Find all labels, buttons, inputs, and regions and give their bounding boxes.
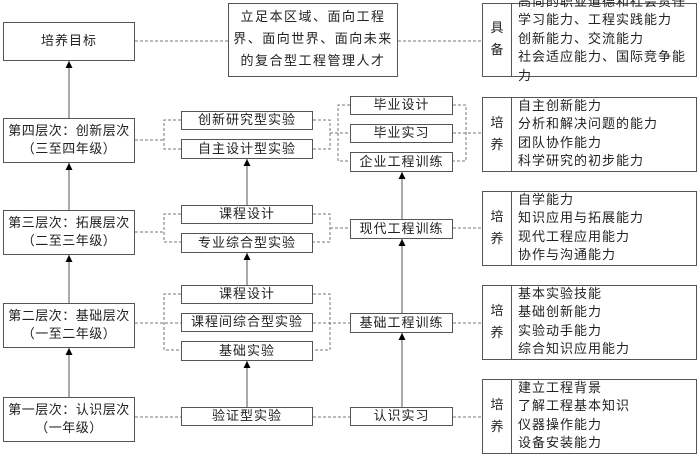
ability-list: 建立工程背景 了解工程基本知识 仪器操作能力 设备安装能力 <box>512 380 696 453</box>
training-box: 毕业实习 <box>350 124 453 143</box>
ability-tag: 培 养 <box>483 380 512 453</box>
level-4-box: 第四层次：创新层次 （三至四年级） <box>3 118 135 163</box>
level-subtitle: （三至四年级） <box>21 141 117 157</box>
ability-item: 了解工程基本知识 <box>518 399 631 414</box>
ability-item: 基础创新能力 <box>518 305 603 320</box>
ability-list: 基本实验技能 基础创新能力 实验动手能力 综合知识应用能力 <box>512 286 696 359</box>
tag-char: 培 <box>490 115 504 131</box>
goal-label: 培养目标 <box>40 34 97 49</box>
vision-box: 立足本区域、面向工程 界、面向世界、面向未来 的复合型工程管理人才 <box>228 3 398 77</box>
dash-l3-exp-bracket <box>163 213 181 243</box>
ability-item: 高尚的职业道德和社会责任 <box>518 0 687 10</box>
ability-item: 分析和解决问题的能力 <box>518 117 659 132</box>
ability-item: 现代工程应用能力 <box>518 229 631 245</box>
ability-tag: 培 养 <box>483 192 512 265</box>
level-title: 第二层次：基础层次 <box>8 308 130 324</box>
level-subtitle: （一年级） <box>35 420 103 436</box>
tag-char: 培 <box>490 209 504 225</box>
ability-list: 自主创新能力 分析和解决问题的能力 团队协作能力 科学研究的初步能力 <box>512 98 696 171</box>
dash-l4-exp-bracket <box>163 119 181 150</box>
ability-item: 基本实验技能 <box>518 286 603 302</box>
ability-item: 建立工程背景 <box>518 380 603 396</box>
ability-item: 科学研究的初步能力 <box>518 154 645 169</box>
experiment-box: 基础实验 <box>181 341 313 361</box>
level-subtitle: （二至三年级） <box>21 233 117 249</box>
ability-item: 知识应用与拓展能力 <box>518 211 645 226</box>
training-box: 认识实习 <box>350 407 453 426</box>
training-box: 现代工程训练 <box>350 219 453 239</box>
tag-char: 备 <box>490 43 504 58</box>
experiment-box: 课程间综合型实验 <box>181 313 313 332</box>
training-box: 企业工程训练 <box>350 152 453 172</box>
abilities-level-2-box: 培 养 基本实验技能 基础创新能力 实验动手能力 综合知识应用能力 <box>482 285 697 360</box>
ability-list: 自学能力 知识应用与拓展能力 现代工程应用能力 协作与沟通能力 <box>512 192 696 265</box>
level-title: 第三层次：拓展层次 <box>8 215 130 231</box>
tag-char: 养 <box>490 137 504 153</box>
vision-line: 的复合型工程管理人才 <box>240 54 386 69</box>
vision-line: 立足本区域、面向工程 <box>240 10 386 25</box>
level-title: 第一层次：认识层次 <box>8 402 130 418</box>
level-1-box: 第一层次：认识层次 （一年级） <box>3 397 135 442</box>
tag-char: 培 <box>490 397 504 413</box>
ability-item: 社会适应能力、国际竞争能力 <box>518 50 687 84</box>
dash-l2-exp-bracket <box>163 293 181 351</box>
ability-item: 仪器操作能力 <box>518 417 603 433</box>
tag-char: 具 <box>490 21 504 36</box>
tag-char: 培 <box>490 303 504 319</box>
ability-item: 自主创新能力 <box>518 98 603 114</box>
experiment-box: 自主设计型实验 <box>181 139 313 159</box>
ability-item: 设备安装能力 <box>518 436 603 451</box>
ability-item: 协作与沟通能力 <box>518 248 617 263</box>
vision-line: 界、面向世界、面向未来 <box>233 32 393 47</box>
tag-char: 养 <box>490 231 504 247</box>
experiment-box: 专业综合型实验 <box>181 233 313 253</box>
ability-item: 实验动手能力 <box>518 323 603 339</box>
training-box: 基础工程训练 <box>350 313 453 333</box>
ability-list: 高尚的职业道德和社会责任 学习能力、工程实践能力 创新能力、交流能力 社会适应能… <box>512 0 696 84</box>
ability-item: 综合知识应用能力 <box>518 342 631 357</box>
abilities-level-4-box: 培 养 自主创新能力 分析和解决问题的能力 团队协作能力 科学研究的初步能力 <box>482 97 697 172</box>
level-3-box: 第三层次：拓展层次 （二至三年级） <box>3 210 135 255</box>
ability-item: 创新能力、交流能力 <box>518 31 645 47</box>
experiment-box: 课程设计 <box>181 205 313 224</box>
goal-box: 培养目标 <box>3 22 135 61</box>
level-2-box: 第二层次：基础层次 （一至二年级） <box>3 303 135 348</box>
abilities-goal-box: 具 备 高尚的职业道德和社会责任 学习能力、工程实践能力 创新能力、交流能力 社… <box>482 0 697 84</box>
ability-tag: 具 备 <box>483 4 512 76</box>
experiment-box: 创新研究型实验 <box>181 111 313 130</box>
ability-tag: 培 养 <box>483 286 512 359</box>
ability-tag: 培 养 <box>483 98 512 171</box>
training-box: 毕业设计 <box>350 96 453 115</box>
level-subtitle: （一至二年级） <box>21 326 117 342</box>
tag-char: 养 <box>490 419 504 435</box>
dash-l4-train-bracket <box>337 104 350 162</box>
ability-item: 自学能力 <box>518 192 575 208</box>
abilities-level-3-box: 培 养 自学能力 知识应用与拓展能力 现代工程应用能力 协作与沟通能力 <box>482 191 697 266</box>
ability-item: 团队协作能力 <box>518 135 603 151</box>
experiment-box: 课程设计 <box>181 285 313 304</box>
ability-item: 学习能力、工程实践能力 <box>518 13 673 29</box>
level-title: 第四层次：创新层次 <box>8 123 130 139</box>
tag-char: 养 <box>490 325 504 341</box>
abilities-level-1-box: 培 养 建立工程背景 了解工程基本知识 仪器操作能力 设备安装能力 <box>482 379 697 454</box>
experiment-box: 验证型实验 <box>181 407 313 426</box>
